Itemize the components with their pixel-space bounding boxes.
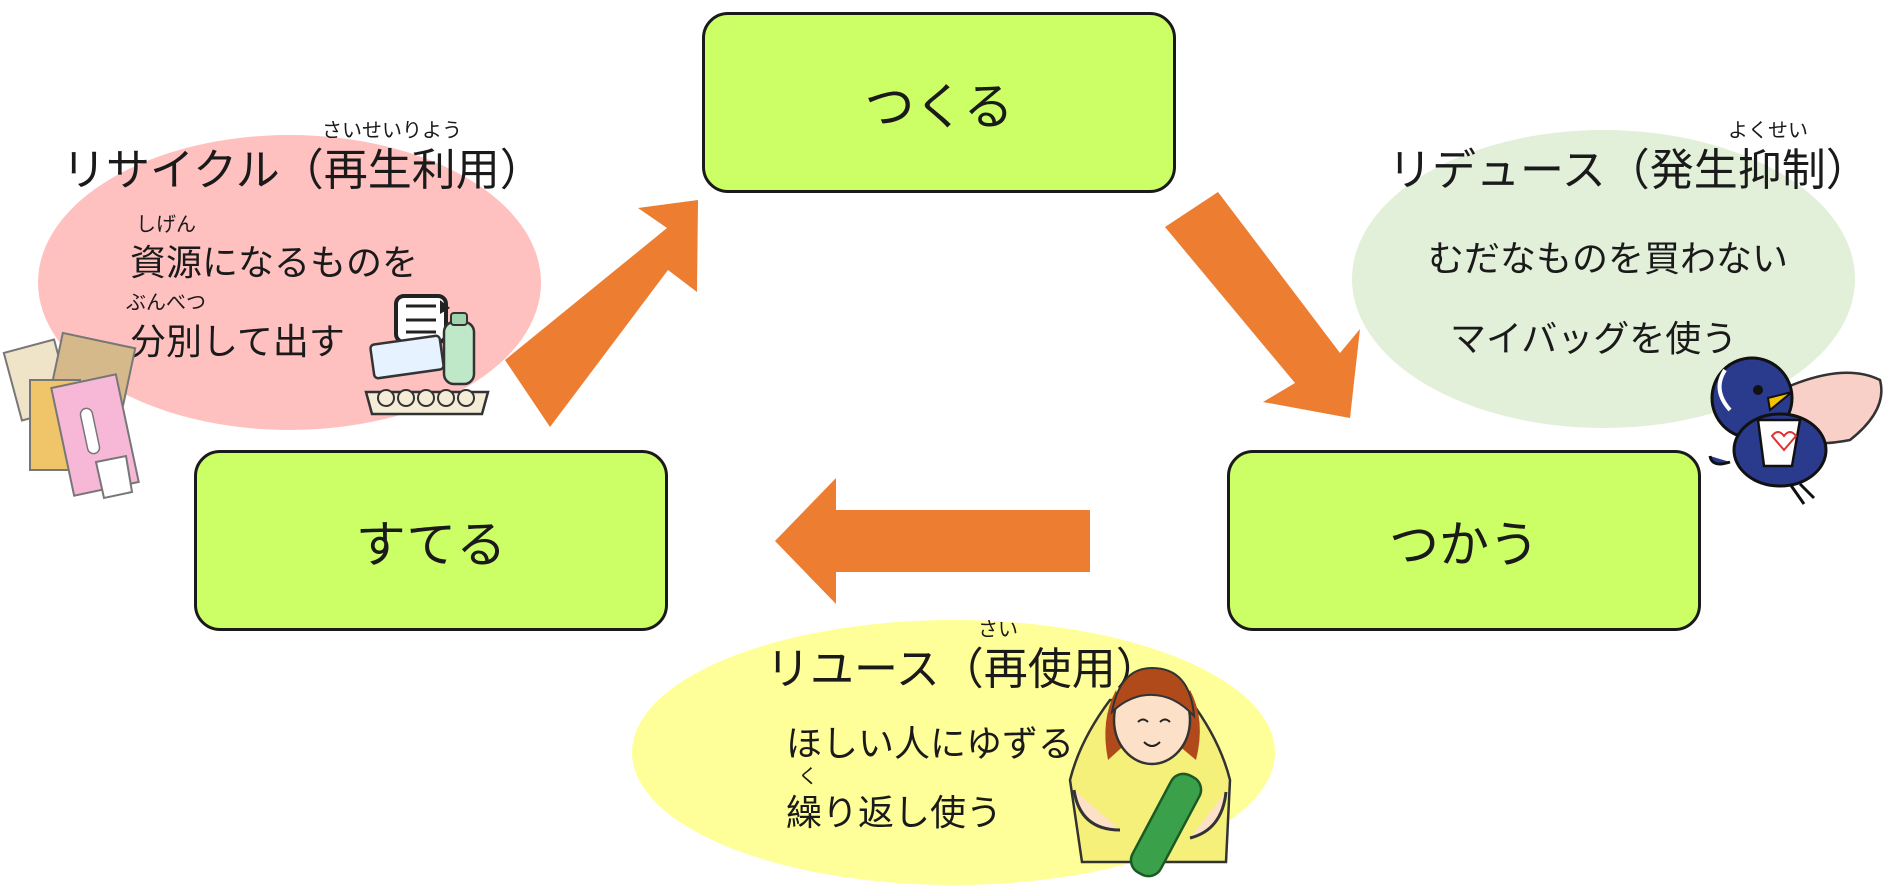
- arrow-use-to-discard: [775, 478, 1090, 604]
- reduce-line2: マイバッグを使う: [1450, 319, 1738, 360]
- arrow-discard-to-make: [505, 200, 698, 427]
- egg-carton-icon: [364, 312, 490, 416]
- recycle-line1-ruby: しげん: [136, 212, 196, 236]
- recycle-title: リサイクル（再生利用）: [62, 145, 544, 196]
- box-discard: すてる: [194, 450, 668, 631]
- recycle-mark-icon: [394, 294, 450, 344]
- woman-with-bottle-icon: [1068, 666, 1232, 878]
- reuse-line2-ruby: く: [798, 764, 818, 788]
- paper-boxes-icon: [2, 331, 140, 500]
- box-use: つかう: [1227, 450, 1701, 631]
- reuse-title: リユース（再使用）: [766, 644, 1160, 695]
- reuse-line1: ほしい人にゆずる: [786, 724, 1075, 765]
- reduce-line1: むだなものを買わない: [1428, 239, 1789, 280]
- recycle-line2-ruby: ぶんべつ: [126, 290, 206, 314]
- mascot-bird-icon: [1708, 356, 1883, 505]
- box-make: つくる: [702, 12, 1176, 193]
- box-discard-label: すてる: [355, 515, 507, 574]
- reuse-line2: 繰り返し使う: [786, 793, 1003, 834]
- reduce-title: リデュース（発生抑制）: [1388, 145, 1870, 196]
- reduce-title-ruby: よくせい: [1728, 118, 1808, 142]
- recycle-line2: 分別して出す: [130, 322, 345, 363]
- box-make-label: つくる: [864, 77, 1014, 136]
- arrow-make-to-use: [1165, 192, 1360, 418]
- box-use-label: つかう: [1389, 515, 1539, 574]
- recycle-title-ruby: さいせいりよう: [322, 118, 462, 142]
- recycle-line1: 資源になるものを: [130, 243, 419, 284]
- reuse-title-ruby: さい: [978, 617, 1018, 641]
